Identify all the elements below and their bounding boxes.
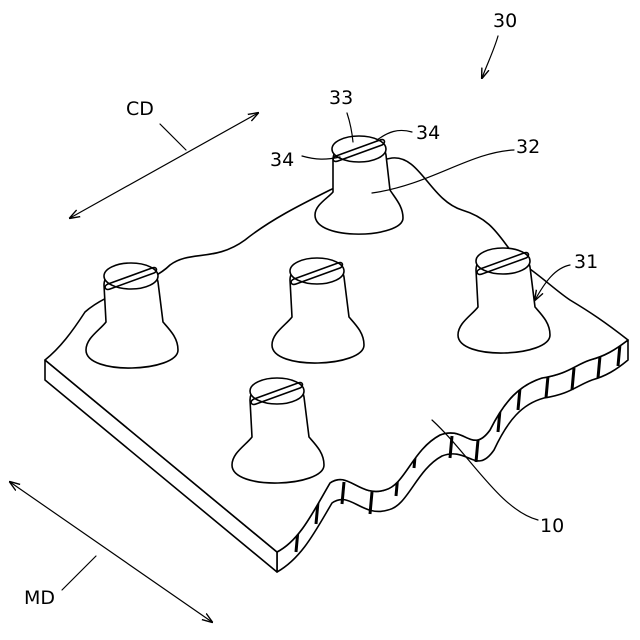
leader-34-right: [377, 130, 412, 140]
leader-30: [482, 36, 498, 78]
label-32: 32: [516, 136, 540, 158]
label-34-right: 34: [416, 122, 440, 144]
label-34-left: 34: [270, 149, 294, 171]
label-10: 10: [540, 515, 564, 537]
cd-label-leader: [160, 124, 186, 150]
label-30: 30: [493, 10, 517, 32]
label-33: 33: [329, 87, 353, 109]
label-31: 31: [574, 251, 598, 273]
label-cd: CD: [126, 98, 154, 120]
label-md: MD: [24, 587, 55, 609]
md-label-leader: [62, 556, 96, 590]
protrusion-back: [315, 136, 403, 234]
